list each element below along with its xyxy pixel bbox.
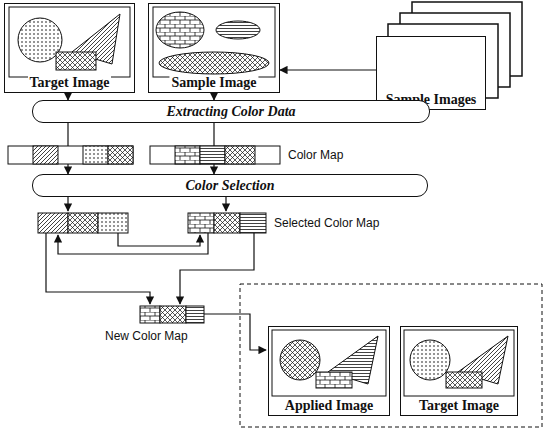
node-label: Extracting Color Data [156, 103, 305, 121]
node-label: Target Image [417, 398, 501, 414]
image-box: Applied Image [268, 326, 390, 416]
map-label: Selected Color Map [273, 216, 380, 230]
color-map-strips [8, 146, 280, 323]
flow-arrow [67, 93, 68, 100]
flow-arrow [213, 93, 214, 100]
image-box: Sample Image [148, 3, 280, 93]
flow-arrow [280, 69, 376, 70]
process-band: Color Selection [32, 174, 428, 197]
image-box: Target Image [400, 326, 518, 416]
map-label: Color Map [287, 148, 344, 162]
node-label: Applied Image [283, 398, 375, 414]
node-label: Target Image [28, 75, 112, 91]
image-stack: Sample Images [376, 36, 486, 110]
wiring [46, 196, 542, 427]
process-band: Extracting Color Data [32, 100, 430, 123]
node-label: Color Selection [175, 177, 284, 195]
node-label: Sample Image [169, 75, 258, 91]
map-label: New Color Map [104, 329, 189, 343]
image-illustrations [9, 2, 522, 396]
image-box: Target Image [4, 3, 135, 93]
